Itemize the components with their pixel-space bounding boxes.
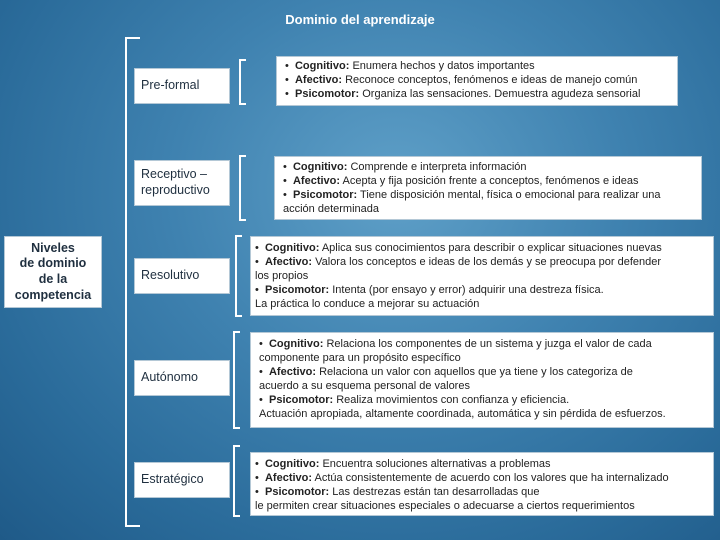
- desc-line: le permiten crear situaciones especiales…: [255, 500, 635, 512]
- desc-line: • Afectivo: Acepta y fija posición frent…: [283, 175, 639, 187]
- diagram-title: Dominio del aprendizaje: [285, 12, 435, 27]
- root-line: competencia: [14, 287, 92, 302]
- level-label: Pre-formal: [141, 78, 200, 93]
- desc-line: • Psicomotor: Tiene disposición mental, …: [283, 189, 661, 201]
- root-line: de la: [38, 272, 68, 286]
- bracket-receptivo: [239, 155, 246, 221]
- level-label: Resolutivo: [141, 268, 200, 283]
- desc-line: • Afectivo: Reconoce conceptos, fenómeno…: [285, 74, 638, 86]
- desc-line: acuerdo a su esquema personal de valores: [259, 380, 470, 392]
- level-preformal: Pre-formal: [134, 68, 230, 104]
- bracket-autonomo: [233, 331, 240, 429]
- desc-line: • Cognitivo: Aplica sus conocimientos pa…: [255, 242, 662, 254]
- level-estrategico: Estratégico: [134, 462, 230, 498]
- desc-line: • Afectivo: Actúa consistentemente de ac…: [255, 472, 669, 484]
- level-label: Autónomo: [141, 370, 198, 385]
- desc-line: acción determinada: [283, 203, 380, 215]
- desc-resolutivo: • Cognitivo: Aplica sus conocimientos pa…: [250, 236, 714, 316]
- level-label: Estratégico: [141, 472, 204, 487]
- desc-line: • Cognitivo: Relaciona los componentes d…: [259, 338, 652, 350]
- desc-estrategico: • Cognitivo: Encuentra soluciones altern…: [250, 452, 714, 516]
- desc-line: La práctica lo conduce a mejorar su actu…: [255, 298, 480, 310]
- bracket-resolutivo: [235, 235, 242, 317]
- bracket-preformal: [239, 59, 246, 105]
- desc-line: • Psicomotor: Intenta (por ensayo y erro…: [255, 284, 604, 296]
- main-bracket: [125, 37, 140, 527]
- desc-line: • Psicomotor: Las destrezas están tan de…: [255, 486, 540, 498]
- level-label: Receptivo –: [141, 167, 208, 182]
- desc-line: componente para un propósito específico: [259, 352, 461, 364]
- desc-autonomo: • Cognitivo: Relaciona los componentes d…: [250, 332, 714, 428]
- desc-receptivo: • Cognitivo: Comprende e interpreta info…: [274, 156, 702, 220]
- level-label: reproductivo: [141, 183, 210, 197]
- root-line: Niveles: [31, 240, 75, 255]
- root-line: de dominio: [19, 256, 87, 271]
- root-node: Niveles de dominio de la competencia: [4, 236, 102, 308]
- desc-line: • Cognitivo: Encuentra soluciones altern…: [255, 458, 551, 470]
- desc-line: • Afectivo: Relaciona un valor con aquel…: [259, 366, 633, 378]
- desc-line: • Psicomotor: Realiza movimientos con co…: [259, 394, 570, 406]
- desc-line: • Afectivo: Valora los conceptos e ideas…: [255, 256, 662, 268]
- desc-preformal: • Cognitivo: Enumera hechos y datos impo…: [276, 56, 678, 106]
- desc-line: Actuación apropiada, altamente coordinad…: [259, 408, 666, 420]
- level-receptivo: Receptivo – reproductivo: [134, 160, 230, 206]
- desc-line: • Cognitivo: Enumera hechos y datos impo…: [285, 60, 535, 72]
- level-resolutivo: Resolutivo: [134, 258, 230, 294]
- desc-line: • Cognitivo: Comprende e interpreta info…: [283, 161, 527, 173]
- level-autonomo: Autónomo: [134, 360, 230, 396]
- bracket-estrategico: [233, 445, 240, 517]
- desc-line: los propios: [255, 270, 309, 282]
- desc-line: • Psicomotor: Organiza las sensaciones. …: [285, 88, 641, 100]
